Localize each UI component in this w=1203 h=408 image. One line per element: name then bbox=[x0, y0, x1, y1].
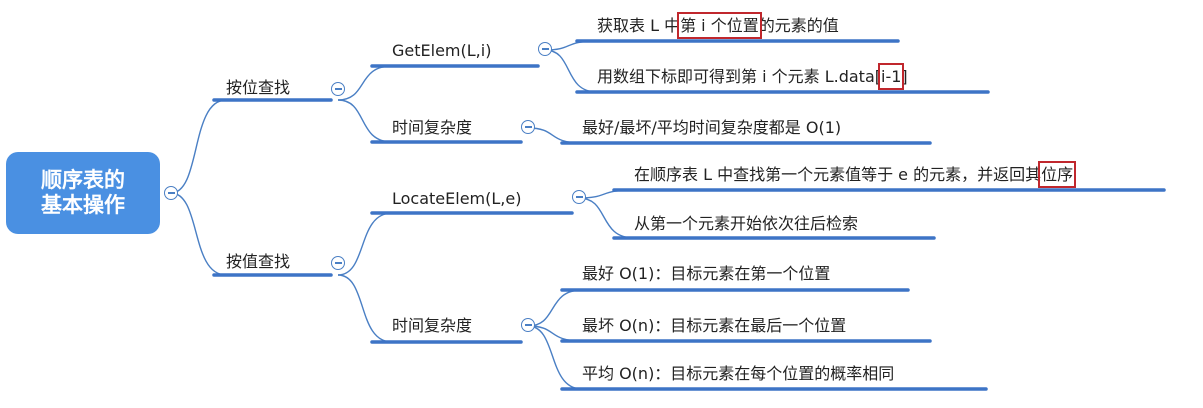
getelem-desc1-pre: 获取表 L 中 bbox=[597, 16, 681, 35]
node-by-position[interactable]: 按位查找 bbox=[226, 78, 291, 97]
collapse-icon-complexity-value[interactable] bbox=[521, 318, 535, 332]
root-title-line1: 顺序表的 bbox=[41, 168, 125, 192]
link-root-by-value bbox=[170, 192, 227, 276]
collapse-icon-complexity-position[interactable] bbox=[521, 120, 535, 134]
collapse-icon-by-position[interactable] bbox=[331, 82, 345, 96]
collapse-icon-root[interactable] bbox=[164, 186, 178, 200]
link-getelem-desc2 bbox=[544, 49, 598, 93]
link-root-by-position bbox=[170, 99, 227, 194]
leaf-complexity-position-desc[interactable]: 最好/最坏/平均时间复杂度都是 O(1) bbox=[582, 118, 842, 137]
leaf-complexity-best[interactable]: 最好 O(1)：目标元素在第一个位置 bbox=[582, 264, 831, 283]
link-position-getelem bbox=[337, 65, 393, 101]
leaf-locateelem-desc1[interactable]: 在顺序表 L 中查找第一个元素值等于 e 的元素，并返回其位序 bbox=[634, 165, 1073, 185]
leaf-locateelem-desc2[interactable]: 从第一个元素开始依次往后检索 bbox=[634, 214, 859, 233]
leaf-complexity-avg[interactable]: 平均 O(n)：目标元素在每个位置的概率相同 bbox=[582, 364, 895, 383]
leaf-getelem-desc2[interactable]: 用数组下标即可得到第 i 个元素 L.data[i-1] bbox=[597, 67, 908, 87]
highlight-box-position bbox=[677, 12, 762, 39]
root-title-line2: 基本操作 bbox=[41, 193, 125, 217]
collapse-icon-getelem[interactable] bbox=[538, 42, 552, 56]
link-value-locateelem bbox=[337, 212, 393, 276]
highlight-box-order bbox=[1038, 161, 1077, 188]
locateelem-desc1-highlight: 位序 bbox=[1041, 165, 1074, 184]
root-node[interactable]: 顺序表的 基本操作 bbox=[6, 152, 160, 234]
collapse-icon-by-value[interactable] bbox=[331, 256, 345, 270]
node-complexity-value[interactable]: 时间复杂度 bbox=[392, 316, 473, 335]
locateelem-desc1-pre: 在顺序表 L 中查找第一个元素值等于 e 的元素，并返回其 bbox=[634, 165, 1042, 184]
link-value-complexity bbox=[337, 274, 393, 343]
getelem-desc2-post: ] bbox=[901, 67, 908, 86]
node-by-value[interactable]: 按值查找 bbox=[226, 252, 291, 271]
link-position-complexity bbox=[337, 99, 393, 143]
leaf-complexity-worst[interactable]: 最坏 O(n)：目标元素在最后一个位置 bbox=[582, 316, 847, 335]
collapse-icon-locateelem[interactable] bbox=[572, 190, 586, 204]
getelem-desc1-post: 的元素的值 bbox=[758, 16, 839, 35]
node-complexity-position[interactable]: 时间复杂度 bbox=[392, 118, 473, 137]
node-locateelem[interactable]: LocateElem(L,e) bbox=[392, 189, 522, 208]
getelem-desc2-highlight: i-1 bbox=[881, 67, 902, 86]
link-complexity-best bbox=[527, 289, 583, 327]
node-getelem[interactable]: GetElem(L,i) bbox=[392, 41, 492, 60]
getelem-desc1-highlight: 第 i 个位置 bbox=[680, 16, 759, 35]
leaf-getelem-desc1[interactable]: 获取表 L 中第 i 个位置的元素的值 bbox=[597, 16, 839, 36]
link-complexity-avg bbox=[527, 325, 583, 390]
link-complexity-position-desc bbox=[527, 127, 583, 144]
link-locateelem-desc2 bbox=[578, 197, 635, 239]
highlight-box-index bbox=[878, 63, 905, 90]
getelem-desc2-pre: 用数组下标即可得到第 i 个元素 L.data[ bbox=[597, 67, 881, 86]
